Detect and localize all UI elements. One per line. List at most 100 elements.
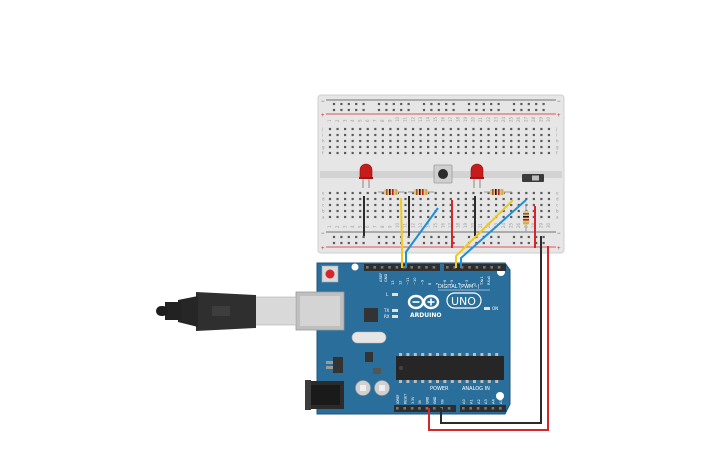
breadboard-hole[interactable] [449,151,452,155]
breadboard-hole[interactable] [359,133,362,137]
breadboard-hole[interactable] [336,209,339,213]
breadboard-hole[interactable] [502,197,505,201]
breadboard-hole[interactable] [547,133,551,137]
breadboard-hole[interactable] [434,145,437,149]
resistor-2[interactable] [408,189,434,195]
breadboard-hole[interactable] [362,108,365,112]
header-pin[interactable] [484,407,487,410]
breadboard-hole[interactable] [328,197,332,201]
breadboard-hole[interactable] [385,235,388,239]
breadboard-hole[interactable] [366,203,369,207]
breadboard-hole[interactable] [437,241,440,245]
breadboard-hole[interactable] [479,197,483,201]
header-pin[interactable] [468,266,471,269]
breadboard-hole[interactable] [532,197,535,201]
breadboard-hole[interactable] [422,108,426,112]
breadboard-hole[interactable] [547,127,551,131]
breadboard-hole[interactable] [495,197,498,201]
breadboard-hole[interactable] [347,235,350,239]
breadboard-hole[interactable] [540,151,543,155]
breadboard-hole[interactable] [525,127,528,131]
breadboard-hole[interactable] [502,145,505,149]
breadboard-hole[interactable] [396,151,400,155]
breadboard-hole[interactable] [381,151,384,155]
header-pin[interactable] [417,266,421,269]
breadboard-hole[interactable] [457,133,460,137]
breadboard-hole[interactable] [381,203,384,207]
breadboard-hole[interactable] [540,139,543,143]
breadboard-hole[interactable] [347,108,350,112]
header-pin[interactable] [425,407,429,410]
breadboard-hole[interactable] [442,133,445,137]
breadboard-hole[interactable] [457,151,460,155]
breadboard-hole[interactable] [400,102,403,106]
breadboard-hole[interactable] [502,215,505,219]
breadboard-hole[interactable] [377,102,381,106]
breadboard-hole[interactable] [442,209,445,213]
breadboard-hole[interactable] [381,209,384,213]
breadboard-hole[interactable] [464,209,467,213]
breadboard-hole[interactable] [411,139,415,143]
breadboard-hole[interactable] [479,203,483,207]
header-pin[interactable] [410,266,413,269]
breadboard-hole[interactable] [547,215,551,219]
breadboard-hole[interactable] [472,151,475,155]
breadboard-hole[interactable] [517,127,520,131]
wire-blue-pin11[interactable] [405,207,439,268]
header-pin[interactable] [433,407,436,410]
breadboard-hole[interactable] [344,215,347,219]
breadboard-hole[interactable] [344,203,347,207]
breadboard-hole[interactable] [532,151,535,155]
breadboard-hole[interactable] [487,215,490,219]
breadboard-hole[interactable] [351,133,354,137]
breadboard-hole[interactable] [404,145,407,149]
breadboard-hole[interactable] [366,151,369,155]
breadboard-hole[interactable] [532,191,535,195]
breadboard-hole[interactable] [510,133,513,137]
breadboard-hole[interactable] [449,197,452,201]
breadboard-hole[interactable] [396,209,400,213]
header-pin[interactable] [403,266,406,269]
breadboard-hole[interactable] [487,133,490,137]
breadboard-hole[interactable] [517,215,520,219]
breadboard-hole[interactable] [427,191,430,195]
breadboard-hole[interactable] [344,191,347,195]
breadboard-hole[interactable] [374,151,377,155]
header-pin[interactable] [396,407,399,410]
breadboard-hole[interactable] [449,215,452,219]
header-pin[interactable] [366,266,369,269]
breadboard-hole[interactable] [525,191,528,195]
breadboard-hole[interactable] [449,139,452,143]
breadboard-hole[interactable] [479,151,483,155]
breadboard-hole[interactable] [510,203,513,207]
breadboard-hole[interactable] [359,203,362,207]
breadboard-hole[interactable] [457,191,460,195]
breadboard-hole[interactable] [449,133,452,137]
breadboard-hole[interactable] [520,102,523,106]
breadboard-hole[interactable] [542,102,545,106]
header-pin[interactable] [410,407,414,410]
breadboard-hole[interactable] [374,133,377,137]
breadboard-hole[interactable] [479,133,483,137]
power-jumpers[interactable] [451,200,536,248]
breadboard-hole[interactable] [419,197,422,201]
breadboard-hole[interactable] [328,133,332,137]
breadboard-hole[interactable] [449,191,452,195]
breadboard-hole[interactable] [374,145,377,149]
breadboard-hole[interactable] [362,102,365,106]
breadboard-hole[interactable] [419,145,422,149]
breadboard-hole[interactable] [359,151,362,155]
breadboard-hole[interactable] [490,102,493,106]
breadboard-hole[interactable] [482,108,485,112]
breadboard-hole[interactable] [479,139,483,143]
breadboard-hole[interactable] [336,203,339,207]
breadboard-hole[interactable] [520,108,523,112]
breadboard-hole[interactable] [452,235,455,239]
breadboard-hole[interactable] [502,151,505,155]
header-pin[interactable] [403,407,406,410]
breadboard-hole[interactable] [419,133,422,137]
breadboard-hole[interactable] [472,209,475,213]
breadboard-hole[interactable] [517,133,520,137]
header-pin[interactable] [490,266,493,269]
breadboard-hole[interactable] [449,209,452,213]
